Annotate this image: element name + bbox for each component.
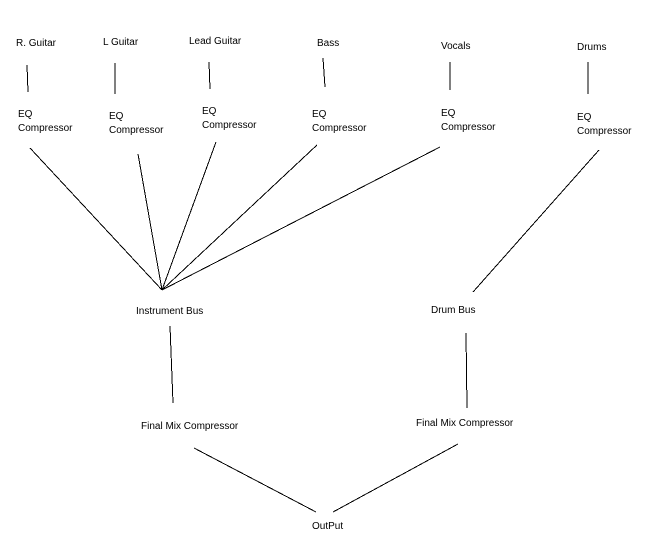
instrument-bus-label: Instrument Bus bbox=[136, 306, 204, 317]
connector-leadguitar-eq bbox=[208, 61, 211, 90]
compressor-label: Compressor bbox=[202, 119, 257, 131]
connector-bass-eq bbox=[322, 57, 326, 88]
drum-bus-label: Drum Bus bbox=[431, 305, 476, 316]
source-label-rguitar: R. Guitar bbox=[16, 38, 57, 49]
eq-label: EQ bbox=[18, 109, 33, 120]
connector-lguitar-instrument-bus bbox=[137, 153, 163, 291]
connector-bass-instrument-bus bbox=[161, 144, 318, 291]
source-label-bass: Bass bbox=[317, 38, 340, 49]
connector-rguitar-instrument-bus bbox=[29, 147, 163, 291]
connector-instrument-final-output bbox=[193, 447, 317, 513]
eq-compressor-lguitar: EQ Compressor bbox=[109, 110, 163, 137]
eq-label: EQ bbox=[441, 108, 456, 119]
source-label-lead-guitar: Lead Guitar bbox=[189, 36, 242, 47]
connector-rguitar-eq bbox=[26, 64, 29, 93]
connector-drum-final-output bbox=[332, 443, 459, 513]
final-mix-compressor-instrument: Final Mix Compressor bbox=[141, 421, 239, 432]
compressor-label: Compressor bbox=[441, 121, 496, 133]
compressor-label: Compressor bbox=[109, 124, 164, 136]
connector-drum-bus-final-mix bbox=[465, 332, 468, 409]
source-label-lguitar: L Guitar bbox=[103, 37, 139, 48]
eq-compressor-bass: EQ Compressor bbox=[312, 108, 366, 135]
connector-vocals-instrument-bus bbox=[161, 146, 441, 291]
eq-label: EQ bbox=[109, 111, 124, 122]
compressor-label: Compressor bbox=[312, 122, 367, 134]
connector-drums-drum-bus bbox=[472, 149, 600, 293]
source-label-vocals: Vocals bbox=[441, 41, 471, 52]
compressor-label: Compressor bbox=[18, 122, 73, 134]
connector-instrument-bus-final-mix bbox=[169, 325, 174, 404]
eq-label: EQ bbox=[312, 109, 327, 120]
source-label-drums: Drums bbox=[577, 42, 607, 53]
eq-compressor-vocals: EQ Compressor bbox=[441, 107, 495, 134]
eq-label: EQ bbox=[202, 106, 217, 117]
connector-leadguitar-instrument-bus bbox=[161, 141, 217, 291]
eq-label: EQ bbox=[577, 112, 592, 123]
eq-compressor-drums: EQ Compressor bbox=[577, 111, 631, 138]
eq-compressor-lead-guitar: EQ Compressor bbox=[202, 105, 256, 132]
output-label: OutPut bbox=[312, 521, 344, 532]
final-mix-compressor-drum: Final Mix Compressor bbox=[416, 418, 514, 429]
eq-compressor-rguitar: EQ Compressor bbox=[18, 108, 72, 135]
compressor-label: Compressor bbox=[577, 125, 632, 137]
